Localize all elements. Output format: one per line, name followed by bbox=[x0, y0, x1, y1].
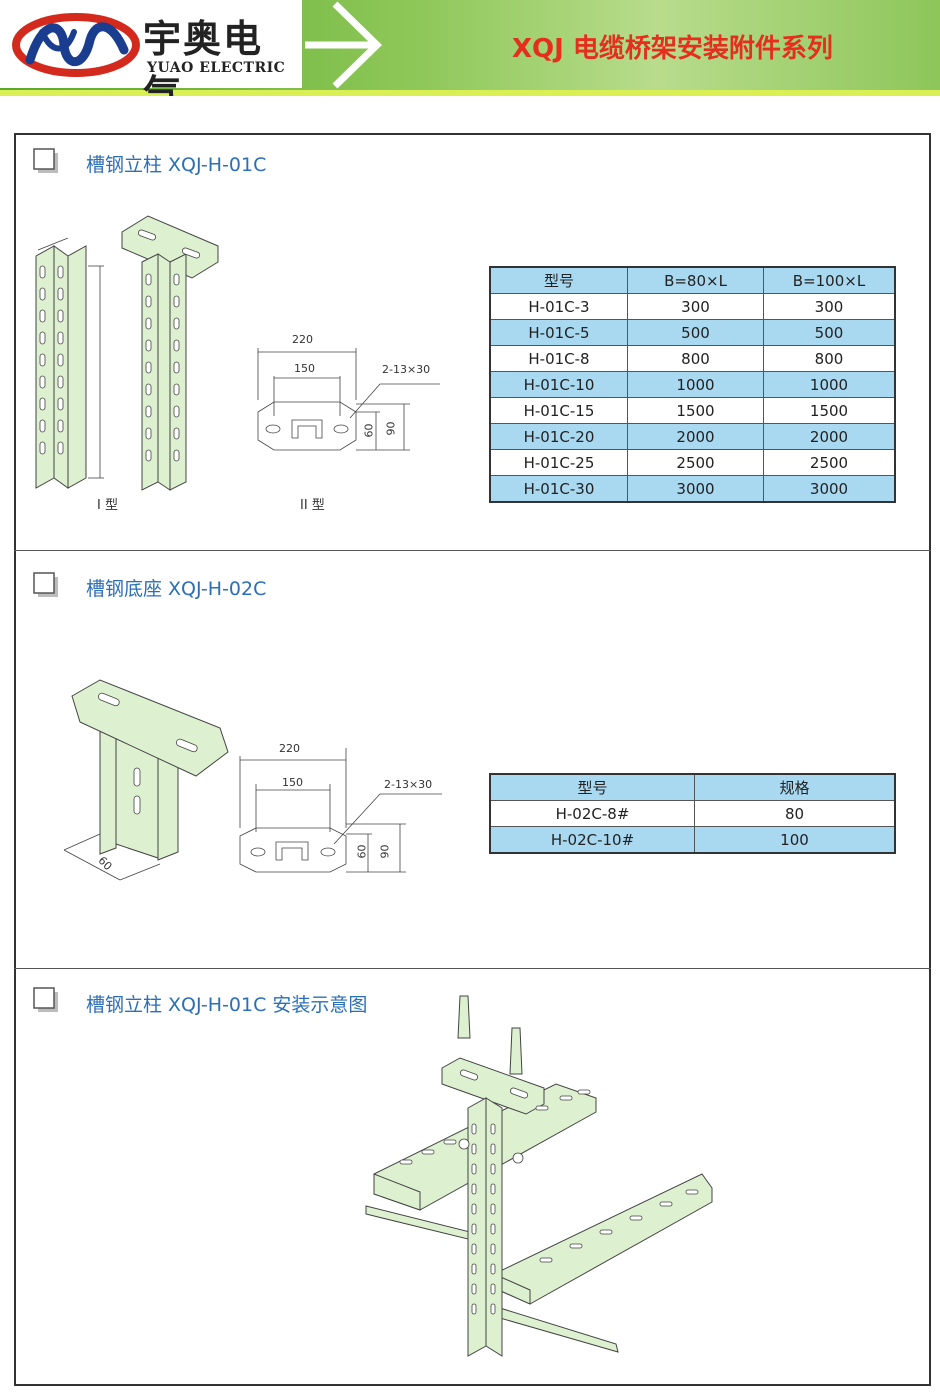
table-cell: 2000 bbox=[763, 423, 896, 450]
table-cell: 1500 bbox=[627, 397, 764, 424]
table-header-row: 型号 B=80×L B=100×L bbox=[489, 266, 896, 294]
logo-chinese-name: 宇奥电气 bbox=[143, 16, 264, 96]
square-bullet-icon bbox=[33, 987, 58, 1012]
type2-label: II 型 bbox=[300, 498, 325, 513]
table-cell: 2500 bbox=[763, 449, 896, 476]
table-row: H-01C-10 1000 1000 bbox=[489, 371, 896, 398]
table-cell: H-02C-10# bbox=[489, 826, 695, 854]
square-bullet-icon bbox=[33, 148, 58, 173]
table-cell: 1500 bbox=[763, 397, 896, 424]
dim-holes: 2-13×30 bbox=[384, 778, 433, 791]
table-row: H-01C-20 2000 2000 bbox=[489, 423, 896, 450]
table-cell: 2500 bbox=[627, 449, 764, 476]
type1-column-drawing bbox=[35, 238, 104, 489]
table-cell: 100 bbox=[694, 826, 896, 854]
table-cell: 1000 bbox=[627, 371, 764, 398]
dim-60: 60 bbox=[355, 844, 369, 859]
base-plate-dimension-drawing bbox=[239, 748, 442, 873]
table-row: H-01C-5 500 500 bbox=[489, 319, 896, 346]
table-header-cell: 规格 bbox=[694, 773, 896, 801]
dim-holes: 2-13×30 bbox=[382, 363, 431, 376]
table-cell: 3000 bbox=[763, 475, 896, 503]
table-row: H-02C-10# 100 bbox=[489, 826, 896, 854]
table-cell: H-02C-8# bbox=[489, 800, 695, 827]
table-cell: 800 bbox=[763, 345, 896, 372]
table-row: H-02C-8# 80 bbox=[489, 800, 896, 827]
table-header-cell: B=80×L bbox=[627, 266, 764, 294]
table-row: H-01C-15 1500 1500 bbox=[489, 397, 896, 424]
content-frame bbox=[14, 133, 931, 1386]
table-cell: H-01C-10 bbox=[489, 371, 628, 398]
logo-area: 宇奥电气 YUAO ELECTRIC bbox=[0, 0, 302, 96]
table-row: H-01C-8 800 800 bbox=[489, 345, 896, 372]
table-cell: H-01C-5 bbox=[489, 319, 628, 346]
table-cell: 2000 bbox=[627, 423, 764, 450]
header-title: XQJ 电缆桥架安装附件系列 bbox=[512, 34, 833, 64]
installation-diagram bbox=[365, 995, 713, 1357]
logo-english-name: YUAO ELECTRIC bbox=[147, 60, 286, 76]
type1-label: I 型 bbox=[97, 498, 118, 513]
arrow-right-icon bbox=[305, 1, 383, 89]
section-title-installation: 槽钢立柱 XQJ-H-01C 安装示意图 bbox=[86, 994, 368, 1016]
table-row: H-01C-25 2500 2500 bbox=[489, 449, 896, 476]
section-title-column: 槽钢立柱 XQJ-H-01C bbox=[86, 154, 267, 176]
plate-dimension-drawing bbox=[257, 348, 440, 451]
square-bullet-icon bbox=[33, 572, 58, 597]
section-divider bbox=[14, 968, 931, 969]
dim-220: 220 bbox=[279, 742, 300, 755]
table-cell: H-01C-8 bbox=[489, 345, 628, 372]
table-cell: H-01C-20 bbox=[489, 423, 628, 450]
dim-220: 220 bbox=[292, 333, 313, 346]
table-cell: 800 bbox=[627, 345, 764, 372]
table-header-cell: 型号 bbox=[489, 773, 695, 801]
table-cell: H-01C-30 bbox=[489, 475, 628, 503]
table-cell: H-01C-15 bbox=[489, 397, 628, 424]
table-cell: H-01C-3 bbox=[489, 293, 628, 320]
table-header-cell: B=100×L bbox=[763, 266, 896, 294]
table-cell: 500 bbox=[627, 319, 764, 346]
table-cell: 1000 bbox=[763, 371, 896, 398]
table-cell: 500 bbox=[763, 319, 896, 346]
dim-150: 150 bbox=[282, 776, 303, 789]
table-cell: 3000 bbox=[627, 475, 764, 503]
dim-150: 150 bbox=[294, 362, 315, 375]
table-row: H-01C-30 3000 3000 bbox=[489, 475, 896, 503]
table-row: H-01C-3 300 300 bbox=[489, 293, 896, 320]
company-logo-mark bbox=[12, 13, 140, 77]
type2-column-drawing bbox=[121, 215, 219, 491]
dim-90: 90 bbox=[384, 421, 398, 436]
base-spec-table: 型号 规格 H-02C-8# 80 H-02C-10# 100 bbox=[489, 773, 896, 854]
section-title-base: 槽钢底座 XQJ-H-02C bbox=[86, 578, 267, 600]
base-bracket-drawing bbox=[63, 679, 229, 881]
section-divider bbox=[14, 550, 931, 551]
table-header-row: 型号 规格 bbox=[489, 773, 896, 801]
dim-60: 60 bbox=[362, 423, 376, 438]
column-spec-table: 型号 B=80×L B=100×L H-01C-3 300 300 H-01C-… bbox=[489, 266, 896, 503]
table-header-cell: 型号 bbox=[489, 266, 628, 294]
table-cell: H-01C-25 bbox=[489, 449, 628, 476]
table-cell: 80 bbox=[694, 800, 896, 827]
table-cell: 300 bbox=[627, 293, 764, 320]
header-stripe bbox=[0, 90, 940, 96]
table-cell: 300 bbox=[763, 293, 896, 320]
dim-90: 90 bbox=[378, 844, 392, 859]
page-header: 宇奥电气 YUAO ELECTRIC XQJ 电缆桥架安装附件系列 bbox=[0, 0, 940, 96]
